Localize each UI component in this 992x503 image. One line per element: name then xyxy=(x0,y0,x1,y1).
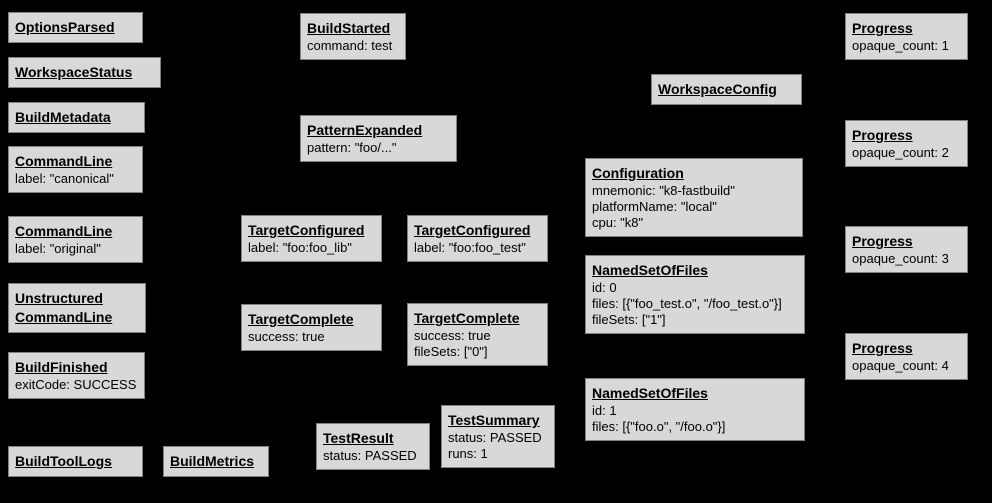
node-title: NamedSetOfFiles xyxy=(592,262,708,278)
node-title: Progress xyxy=(852,233,913,249)
node-title: TargetComplete xyxy=(414,310,520,326)
node-target-configured-lib: TargetConfigured label: "foo:foo_lib" xyxy=(241,215,382,262)
node-prop: id: 1 xyxy=(592,403,617,418)
node-prop: files: [{"foo_test.o", "/foo_test.o"}] xyxy=(592,296,782,311)
node-prop: opaque_count: 3 xyxy=(852,251,949,266)
node-title: PatternExpanded xyxy=(307,122,423,138)
node-build-finished: BuildFinished exitCode: SUCCESS xyxy=(8,352,145,399)
node-title: TestResult xyxy=(323,430,394,446)
node-progress-4: Progress opaque_count: 4 xyxy=(845,333,968,380)
node-build-started: BuildStarted command: test xyxy=(300,13,406,60)
node-build-tool-logs: BuildToolLogs xyxy=(8,446,143,477)
node-title: NamedSetOfFiles xyxy=(592,385,708,401)
node-command-line-canonical: CommandLine label: "canonical" xyxy=(8,146,143,193)
node-prop: status: PASSED xyxy=(323,448,417,463)
node-target-complete-lib: TargetComplete success: true xyxy=(241,304,382,351)
node-test-result: TestResult status: PASSED xyxy=(316,423,430,470)
node-title: OptionsParsed xyxy=(15,19,115,35)
node-title: TargetConfigured xyxy=(248,222,365,238)
node-progress-1: Progress opaque_count: 1 xyxy=(845,13,968,60)
node-prop: id: 0 xyxy=(592,280,617,295)
node-prop: opaque_count: 1 xyxy=(852,38,949,53)
node-title: WorkspaceStatus xyxy=(15,64,133,80)
node-prop: opaque_count: 2 xyxy=(852,145,949,160)
node-progress-2: Progress opaque_count: 2 xyxy=(845,120,968,167)
node-prop: cpu: "k8" xyxy=(592,215,644,230)
node-title: TargetComplete xyxy=(248,311,354,327)
node-options-parsed: OptionsParsed xyxy=(8,12,143,43)
node-title: BuildMetadata xyxy=(15,109,111,125)
node-title: CommandLine xyxy=(15,223,113,239)
node-prop: label: "canonical" xyxy=(15,171,114,186)
node-unstructured-command-line: Unstructured CommandLine xyxy=(8,283,146,333)
node-prop: exitCode: SUCCESS xyxy=(15,377,137,392)
node-title: Progress xyxy=(852,127,913,143)
node-prop: pattern: "foo/..." xyxy=(307,140,397,155)
node-prop: fileSets: ["0"] xyxy=(414,344,488,359)
node-title: Unstructured CommandLine xyxy=(15,290,113,325)
node-prop: platformName: "local" xyxy=(592,199,717,214)
node-workspace-status: WorkspaceStatus xyxy=(8,57,161,88)
node-title: Progress xyxy=(852,20,913,36)
node-title: Configuration xyxy=(592,165,684,181)
node-prop: success: true xyxy=(414,328,491,343)
node-pattern-expanded: PatternExpanded pattern: "foo/..." xyxy=(300,115,457,162)
node-prop: status: PASSED xyxy=(448,430,542,445)
node-prop: label: "foo:foo_lib" xyxy=(248,240,352,255)
node-title: TargetConfigured xyxy=(414,222,531,238)
node-title: TestSummary xyxy=(448,412,540,428)
node-workspace-config: WorkspaceConfig xyxy=(651,74,802,105)
node-target-configured-test: TargetConfigured label: "foo:foo_test" xyxy=(407,215,548,262)
node-prop: mnemonic: "k8-fastbuild" xyxy=(592,183,735,198)
node-title: BuildStarted xyxy=(307,20,391,36)
node-build-metrics: BuildMetrics xyxy=(163,446,269,477)
node-configuration: Configuration mnemonic: "k8-fastbuild"pla… xyxy=(585,158,803,237)
node-prop: fileSets: ["1"] xyxy=(592,312,666,327)
node-prop: label: "original" xyxy=(15,241,101,256)
node-title: WorkspaceConfig xyxy=(658,81,777,97)
node-title: Progress xyxy=(852,340,913,356)
node-progress-3: Progress opaque_count: 3 xyxy=(845,226,968,273)
node-build-metadata: BuildMetadata xyxy=(8,102,145,133)
node-title: BuildFinished xyxy=(15,359,108,375)
node-prop: opaque_count: 4 xyxy=(852,358,949,373)
node-title: CommandLine xyxy=(15,153,113,169)
node-prop: runs: 1 xyxy=(448,446,488,461)
node-prop: command: test xyxy=(307,38,393,53)
node-title: BuildToolLogs xyxy=(15,453,112,469)
node-command-line-original: CommandLine label: "original" xyxy=(8,216,143,263)
node-prop: files: [{"foo.o", "/foo.o"}] xyxy=(592,419,726,434)
node-prop: label: "foo:foo_test" xyxy=(414,240,526,255)
node-prop: success: true xyxy=(248,329,325,344)
node-title: BuildMetrics xyxy=(170,453,255,469)
